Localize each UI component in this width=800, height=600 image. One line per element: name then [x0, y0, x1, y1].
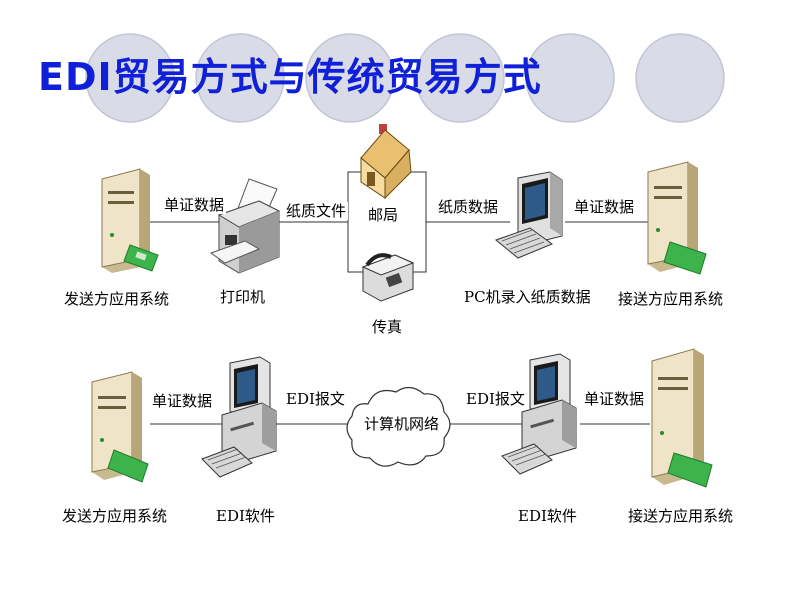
edge-label-software-network: EDI报文: [284, 390, 347, 408]
pc-computer-icon: [494, 171, 563, 259]
edi-receiver-server-icon: [651, 348, 713, 488]
edge-label-printer-post: 纸质文件: [284, 202, 349, 220]
decorative-circles: [85, 33, 725, 123]
decor-circle-4: [415, 33, 505, 123]
edi-software-right-label: EDI软件: [518, 507, 577, 525]
pc-entry-label: PC机录入纸质数据: [464, 288, 591, 306]
fax-icon: [361, 253, 415, 302]
decor-circle-2: [195, 33, 285, 123]
network-label: 计算机网络: [364, 415, 440, 433]
edi-software-left-icon: [201, 356, 277, 478]
edge-label-sender-printer: 单证数据: [162, 196, 227, 214]
edi-sender-server-icon: [91, 371, 149, 483]
fax-label: 传真: [372, 318, 403, 336]
edi-software-right-icon: [501, 353, 577, 475]
decor-circle-3: [305, 33, 395, 123]
post-office-icon: [360, 124, 412, 200]
network-cloud-icon: [346, 386, 451, 467]
edge-label-pc-receiver: 单证数据: [572, 198, 637, 216]
decor-circle-1: [85, 33, 175, 123]
edi-software-left-label: EDI软件: [216, 507, 275, 525]
post-office-label: 邮局: [368, 206, 399, 224]
printer-icon: [209, 178, 281, 274]
sender-system-label: 发送方应用系统: [64, 290, 170, 308]
decor-circle-6: [635, 33, 725, 123]
edge-label-software-receiver: 单证数据: [582, 390, 647, 408]
edi-sender-system-label: 发送方应用系统: [62, 507, 168, 525]
edge-label-sender-software: 单证数据: [150, 392, 215, 410]
printer-label: 打印机: [220, 288, 266, 306]
decor-circle-5: [525, 33, 615, 123]
sender-server-icon: [101, 168, 159, 273]
edi-receiver-system-label: 接送方应用系统: [628, 507, 734, 525]
edge-label-network-software: EDI报文: [464, 390, 527, 408]
receiver-server-icon: [647, 161, 707, 275]
edge-label-post-pc: 纸质数据: [436, 198, 501, 216]
page-title: EDI贸易方式与传统贸易方式: [38, 55, 542, 99]
receiver-system-label: 接送方应用系统: [618, 290, 724, 308]
